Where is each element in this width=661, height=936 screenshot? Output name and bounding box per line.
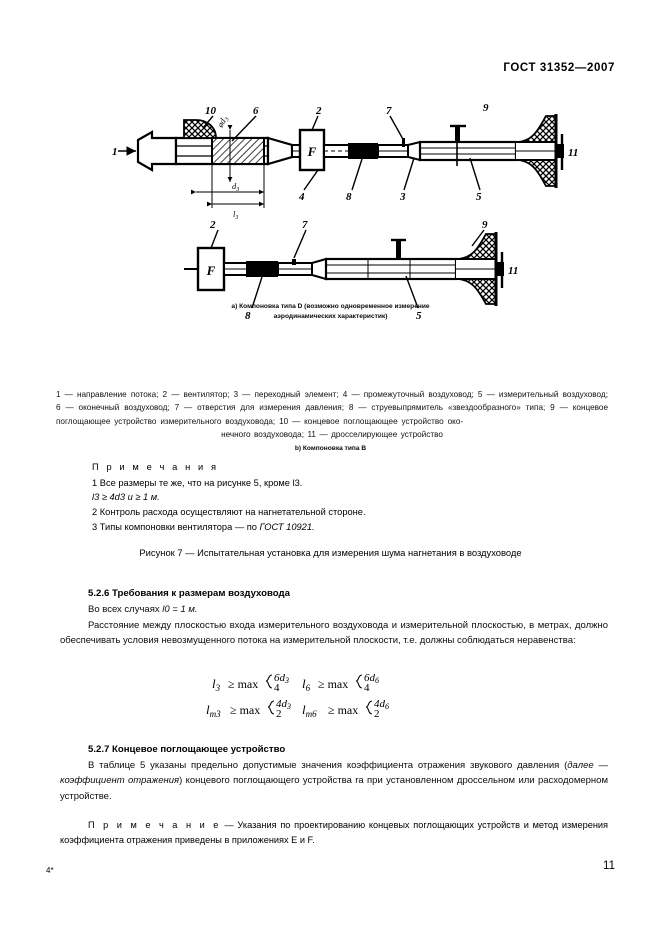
formula-op-4: ≥ max [328,703,358,717]
svg-text:6: 6 [253,105,259,117]
section-5-2-6-heading: 5.2.6 Требования к размерам воздуховода [88,588,290,599]
callout-labels-lower: 2 7 9 8 5 11 [209,219,518,322]
formula-2a: 2 [276,708,282,720]
svg-text:9: 9 [482,219,488,231]
inequalities-svg: l3 ≥ max 6d3 4 l6 ≥ max 6d6 4 lm3 ≥ max … [206,672,389,720]
svg-text:5: 5 [416,310,422,322]
inequalities-block: l3 ≥ max 6d3 4 l6 ≥ max 6d6 4 lm3 ≥ max … [0,666,661,729]
formula-op-1: ≥ max [228,677,258,691]
figure-subcaption-b: b) Компоновка типа B [294,445,367,452]
figure-notes: П р и м е ч а н и я 1 Все размеры те же,… [92,460,572,534]
svg-text:11: 11 [508,265,518,277]
formula-6d3: 6d3 [274,672,289,685]
line1-prefix: Во всех случаях [88,604,163,615]
legend-last-line: нечного воздуховода; 11 — дросселирующее… [221,429,443,439]
diagram-type-b: F [184,229,504,309]
svg-text:ød3: ød3 [214,114,230,131]
bottom-note-text: — Указания по проектированию концевых по… [60,820,608,845]
subcaption-a-line2: аэродинамических характеристик) [273,312,388,320]
formula-l6-var: l6 [302,676,311,693]
formula-lm3-var: lm3 [206,702,221,719]
svg-text:5: 5 [476,191,482,203]
svg-text:9: 9 [483,102,489,114]
figure-subcaption-a: a) Компоновка типа D (возможно одновреме… [0,302,661,322]
section-5-2-6-line1: Во всех случаях l0 = 1 м. [88,602,608,617]
fan-symbol-lower: F [206,263,216,278]
svg-text:11: 11 [568,147,578,159]
svg-text:10: 10 [205,105,217,117]
section-5-2-6-paragraph-text: Расстояние между плоскостью входа измери… [60,620,608,647]
formula-2b: 2 [374,708,380,720]
svg-text:2: 2 [315,105,322,117]
svg-text:7: 7 [302,219,308,231]
svg-text:4: 4 [298,191,305,203]
formula-l3-var: l3 [212,676,221,693]
fan-symbol-upper: F [307,144,317,159]
section-5-2-7-paragraph: В таблице 5 указаны предельно допустимые… [60,758,608,804]
figure-caption: Рисунок 7 — Испытательная установка для … [139,547,522,558]
callout-labels-upper: 1 10 6 2 7 9 11 4 3 5 8 [112,102,578,203]
svg-text:2: 2 [209,219,216,231]
svg-text:8: 8 [346,191,352,203]
formula-4a: 4 [274,682,280,694]
dimension-labels: ød3 d3 l3 [214,114,239,221]
bottom-note-body: П р и м е ч а н и е — Указания по проект… [60,818,608,848]
page-number: 11 [603,860,615,872]
figure-legend: 1 — направление потока; 2 — вентилятор; … [56,388,608,441]
svg-text:d3: d3 [232,181,239,193]
svg-text:3: 3 [399,191,406,203]
bottom-note-title: П р и м е ч а н и е [88,820,221,830]
svg-text:7: 7 [386,105,392,117]
subcaption-a-line1: a) Компоновка типа D (возможно одновреме… [231,303,430,310]
para-527-part1: В таблице 5 указаны предельно допустимые… [88,760,568,771]
note-item-3: 3 Типы компоновки вентилятора — по ГОСТ … [92,520,572,535]
note-1-formula-text: l3 ≥ 4d3 и ≥ 1 м. [92,492,160,503]
footer-signature-mark: 4* [46,866,54,875]
svg-text:8: 8 [245,310,251,322]
note-item-1-formula: l3 ≥ 4d3 и ≥ 1 м. [92,490,572,505]
note-3-reference: ГОСТ 10921. [259,521,315,532]
formula-op-3: ≥ max [230,703,260,717]
para-527-part2: ) концевого поглощающего устройства ra п… [60,775,608,802]
formula-4d3: 4d3 [276,698,291,711]
svg-text:l3: l3 [233,209,238,221]
formula-6d6: 6d6 [364,672,379,685]
legend-text: 1 — направление потока; 2 — вентилятор; … [56,390,608,426]
bottom-note: П р и м е ч а н и е — Указания по проект… [60,818,608,848]
figure-7-drawing: F [112,102,578,322]
line1-formula: l0 = 1 м. [162,604,198,615]
section-5-2-7-paragraph-text: В таблице 5 указаны предельно допустимые… [60,758,608,804]
formula-op-2: ≥ max [318,677,348,691]
figure-7: F [0,86,661,452]
note-1-text: 1 Все размеры те же, что на рисунке 5, к… [92,477,303,488]
formula-4d6: 4d6 [374,698,389,711]
page-header-standard-number: ГОСТ 31352—2007 [503,62,615,74]
formula-4b: 4 [364,682,370,694]
note-item-1: 1 Все размеры те же, что на рисунке 5, к… [92,476,572,491]
para-527-italic: далее — коэффициент отражения [60,760,608,787]
svg-text:1: 1 [112,146,118,158]
note-3-prefix: 3 Типы компоновки вентилятора — по [92,521,260,532]
notes-title: П р и м е ч а н и я [92,462,219,472]
note-item-2: 2 Контроль расхода осуществляют на нагне… [92,507,366,518]
section-5-2-7-heading: 5.2.7 Концевое поглощающее устройство [88,744,286,755]
section-5-2-6-paragraph: Расстояние между плоскостью входа измери… [60,618,608,649]
diagram-type-d: F [118,114,564,208]
formula-lm6-var: lm6 [302,702,317,719]
